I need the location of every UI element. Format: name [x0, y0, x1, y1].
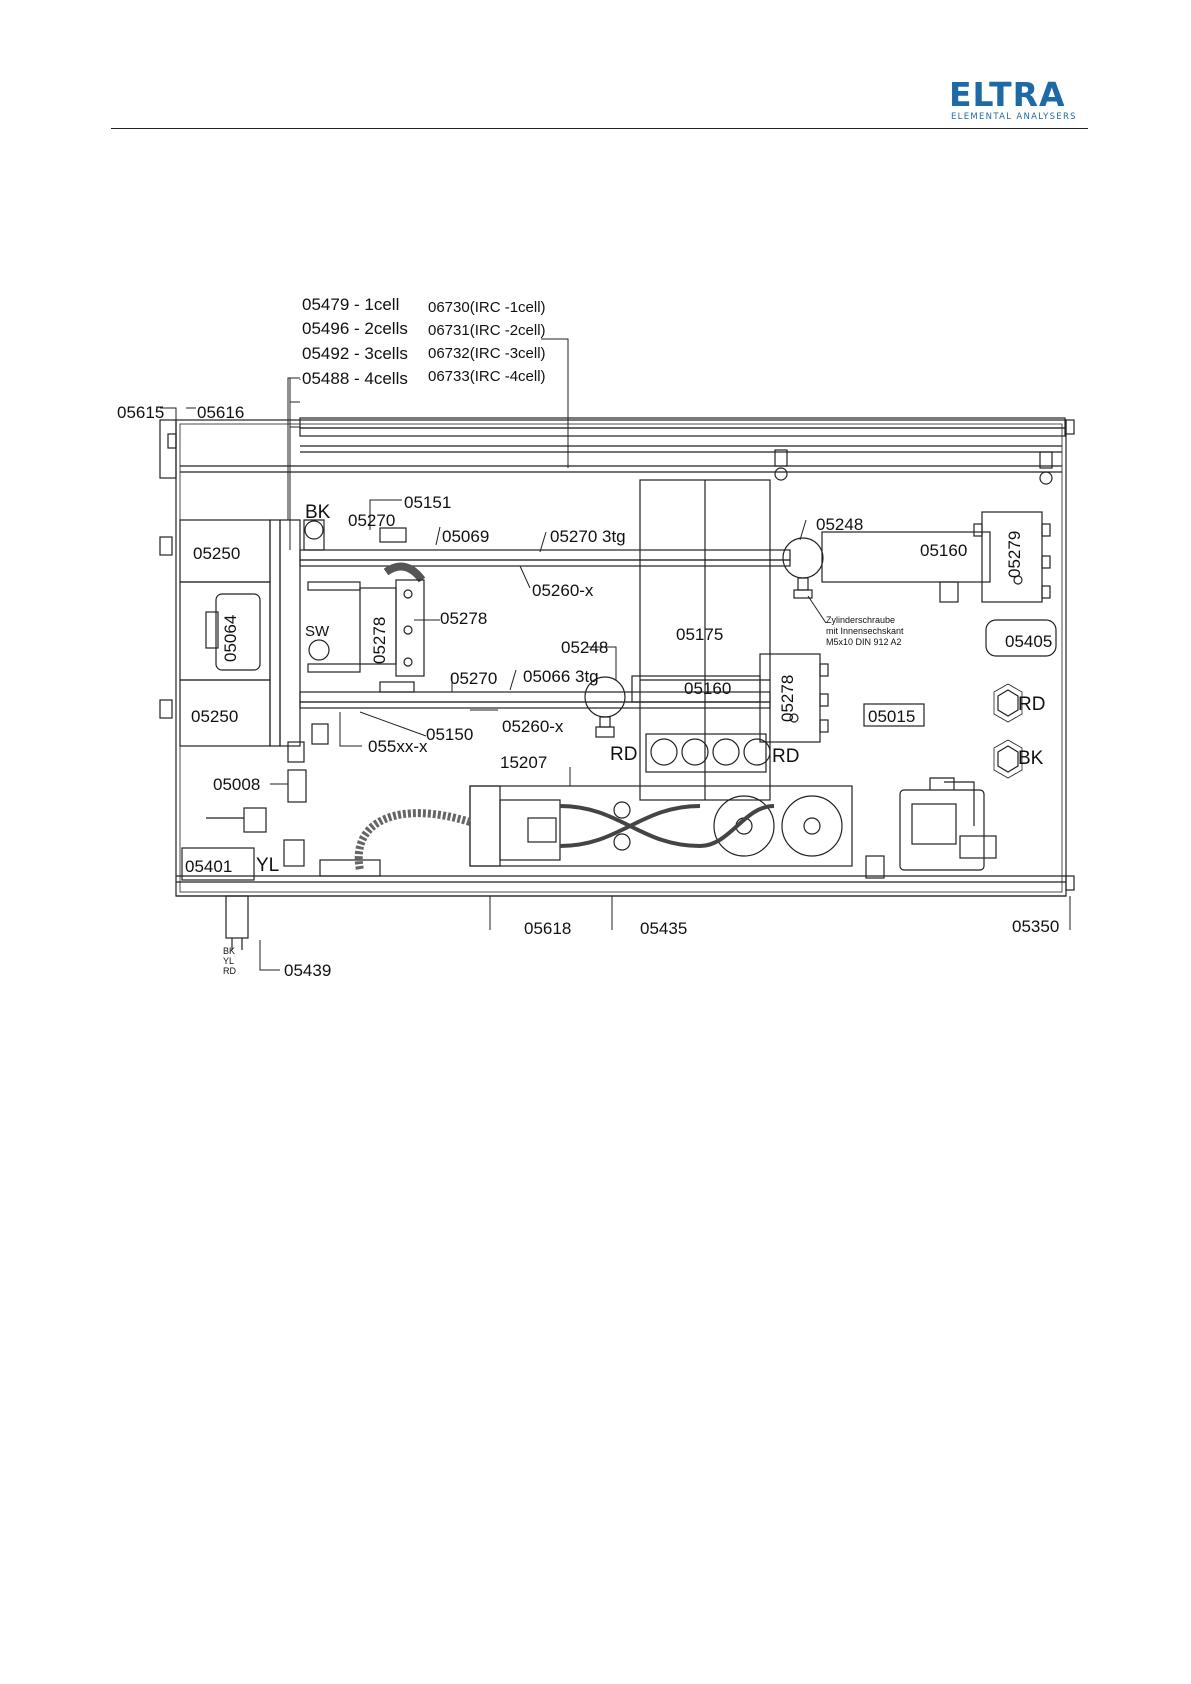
part-label-05618: 05618 [524, 919, 571, 938]
logo-subtitle: ELEMENTAL ANALYSERS [951, 112, 1077, 122]
part-labels: 05615 05616 BK 05270 05151 05069 05270 3… [117, 403, 1059, 980]
part-label-05401: 05401 [185, 857, 232, 876]
part-label-05250-b: 05250 [191, 707, 238, 726]
wire-label-bk: BK [223, 946, 235, 956]
cell-variant-3: 05492 - 3cells [302, 344, 408, 363]
part-label-yl: YL [256, 855, 279, 876]
leader-lines [160, 338, 1071, 971]
wire-label-yl: YL [223, 956, 234, 966]
logo-wordmark: ELTRA [949, 75, 1066, 114]
part-label-rd-right: RD [1018, 694, 1045, 715]
irc-variant-2: 06731(IRC -2cell) [428, 322, 546, 339]
right-components [863, 619, 1057, 879]
part-label-05250-a: 05250 [193, 544, 240, 563]
part-label-05160-a: 05160 [920, 541, 967, 560]
part-label-05150: 05150 [426, 725, 473, 744]
part-label-05350: 05350 [1012, 917, 1059, 936]
wire-label-rd: RD [223, 966, 236, 976]
part-label-05008: 05008 [213, 775, 260, 794]
part-label-05439: 05439 [284, 961, 331, 980]
part-label-05175: 05175 [676, 625, 723, 644]
part-label-05615: 05615 [117, 403, 164, 422]
upper-rod-assembly [299, 511, 1051, 603]
part-label-05405: 05405 [1005, 632, 1052, 651]
part-label-sw: SW [305, 623, 330, 640]
part-label-05160-b: 05160 [684, 679, 731, 698]
part-label-05066-3tg: 05066 3tg [523, 667, 599, 686]
part-label-rd-mid-2: RD [772, 746, 799, 767]
part-label-15207: 15207 [500, 753, 547, 772]
part-label-05260-x-b: 05260-x [502, 717, 564, 736]
variant-labels: 05479 - 1cell 05496 - 2cells 05492 - 3ce… [302, 295, 546, 388]
cell-variant-1: 05479 - 1cell [302, 295, 399, 314]
screw-note-line-1: Zylinderschraube [826, 615, 895, 625]
cell-variant-4: 05488 - 4cells [302, 369, 408, 388]
part-label-05151: 05151 [404, 493, 451, 512]
part-label-05064: 05064 [221, 615, 240, 662]
lower-rod-assembly [287, 653, 829, 773]
part-label-05270-b: 05270 [450, 669, 497, 688]
part-label-05278-a: 05278 [370, 617, 389, 664]
part-label-05270-3tg: 05270 3tg [550, 527, 626, 546]
cell-variant-2: 05496 - 2cells [302, 319, 408, 338]
header-divider [111, 128, 1088, 129]
part-label-bk-right: BK [1018, 748, 1044, 769]
part-label-bk-top: BK [305, 502, 331, 523]
screw-note-line-3: M5x10 DIN 912 A2 [826, 637, 902, 647]
irc-variant-3: 06732(IRC -3cell) [428, 345, 546, 362]
part-label-05270-a: 05270 [348, 511, 395, 530]
pump-assembly [319, 785, 853, 877]
part-label-055xx-x: 055xx-x [368, 737, 428, 756]
part-label-05015: 05015 [868, 707, 915, 726]
part-label-05279: 05279 [1005, 531, 1024, 578]
part-label-05278-c: 05278 [778, 675, 797, 722]
part-label-05278-b: 05278 [440, 609, 487, 628]
left-fittings [181, 769, 307, 950]
eltra-logo: ELTRA ELEMENTAL ANALYSERS [949, 78, 1083, 124]
part-label-05435: 05435 [640, 919, 687, 938]
part-label-05260-x-a: 05260-x [532, 581, 594, 600]
left-block-assembly [159, 519, 301, 747]
irc-variant-1: 06730(IRC -1cell) [428, 299, 546, 316]
part-label-05616: 05616 [197, 403, 244, 422]
part-label-05248-a: 05248 [816, 515, 863, 534]
middle-cell-assembly [307, 479, 771, 801]
screw-note-line-2: mit Innensechskant [826, 626, 904, 636]
irc-variant-4: 06733(IRC -4cell) [428, 368, 546, 385]
housing-frame [159, 417, 1075, 897]
part-label-05069: 05069 [442, 527, 489, 546]
part-label-05248-b: 05248 [561, 638, 608, 657]
part-label-rd-mid: RD [610, 744, 637, 765]
